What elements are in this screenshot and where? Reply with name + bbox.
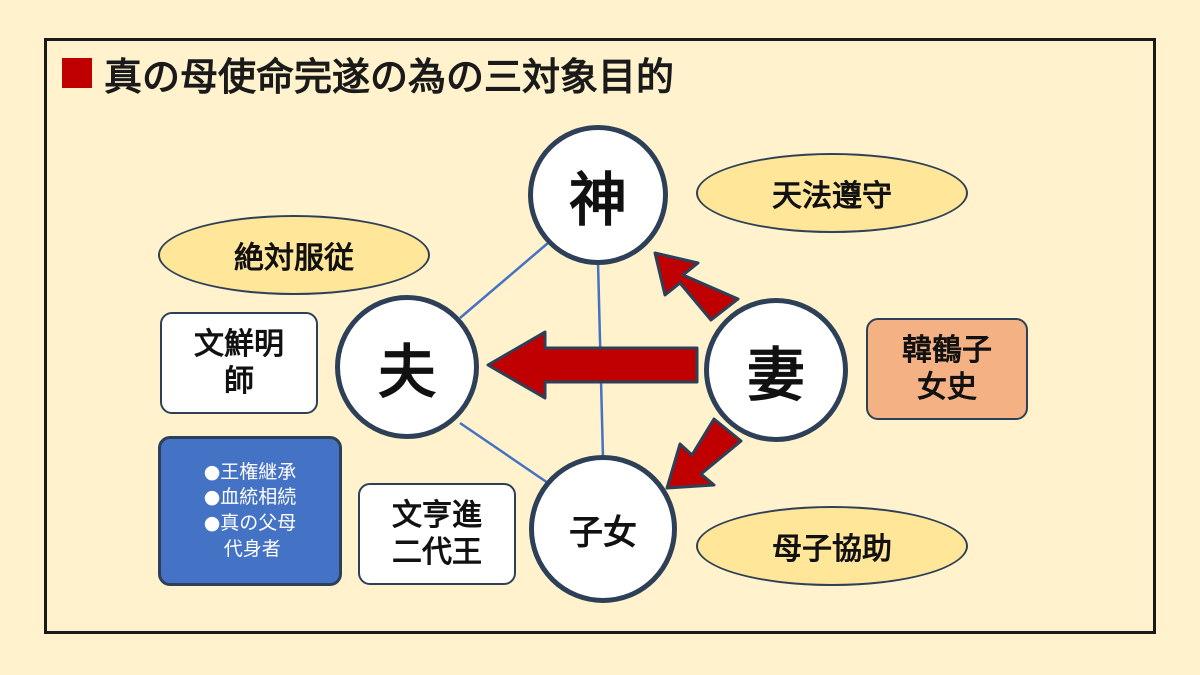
succession-item-2: ●血統相続 [203, 486, 297, 509]
god-label: 神 [568, 166, 627, 234]
arrow-wife-to-husband [486, 330, 699, 400]
heaven-law-label: 天法遵守 [772, 179, 892, 214]
succession-box: ●王権継承 ●血統相続 ●真の父母 代身者 [158, 436, 342, 586]
han-line1: 韓鶴子 [902, 332, 992, 368]
mother-child-oval: 母子協助 [696, 506, 968, 586]
diagram-frame [44, 38, 1156, 634]
succession-item-1: ●王権継承 [203, 460, 297, 483]
absolute-obedience-oval: 絶対服従 [158, 215, 430, 295]
children-label: 子女 [569, 512, 637, 553]
han-hak-ja-box: 韓鶴子 女史 [866, 318, 1028, 420]
han-line2: 女史 [917, 370, 977, 405]
heaven-law-oval: 天法遵守 [696, 153, 968, 233]
mother-child-label: 母子協助 [772, 532, 892, 567]
husband-label: 夫 [377, 338, 436, 406]
moon-sun-myung-box: 文鮮明 師 [160, 312, 318, 414]
title-square-icon [62, 58, 92, 88]
title-text: 真の母使命完遂の為の三対象目的 [104, 54, 675, 99]
hyunjin-line2: 二代王 [392, 535, 482, 570]
arrow-wife-to-children [665, 417, 743, 490]
succession-item-4: 代身者 [223, 537, 281, 560]
wife-node: 妻 [704, 298, 848, 442]
husband-node: 夫 [335, 295, 479, 439]
wife-label: 妻 [746, 341, 805, 409]
link-husband-children [459, 421, 549, 485]
children-node: 子女 [529, 455, 677, 603]
arrow-wife-to-god [653, 251, 740, 322]
hyunjin-line1: 文亨進 [392, 497, 482, 533]
absolute-obedience-label: 絶対服従 [234, 241, 354, 276]
page-title: 真の母使命完遂の為の三対象目的 [62, 48, 675, 99]
hyung-jin-box: 文亨進 二代王 [358, 483, 516, 585]
succession-item-3: ●真の父母 [203, 512, 297, 534]
link-god-husband [459, 242, 549, 319]
god-node: 神 [528, 125, 668, 265]
moon-line1: 文鮮明 [194, 326, 284, 362]
moon-line2: 師 [224, 364, 254, 399]
